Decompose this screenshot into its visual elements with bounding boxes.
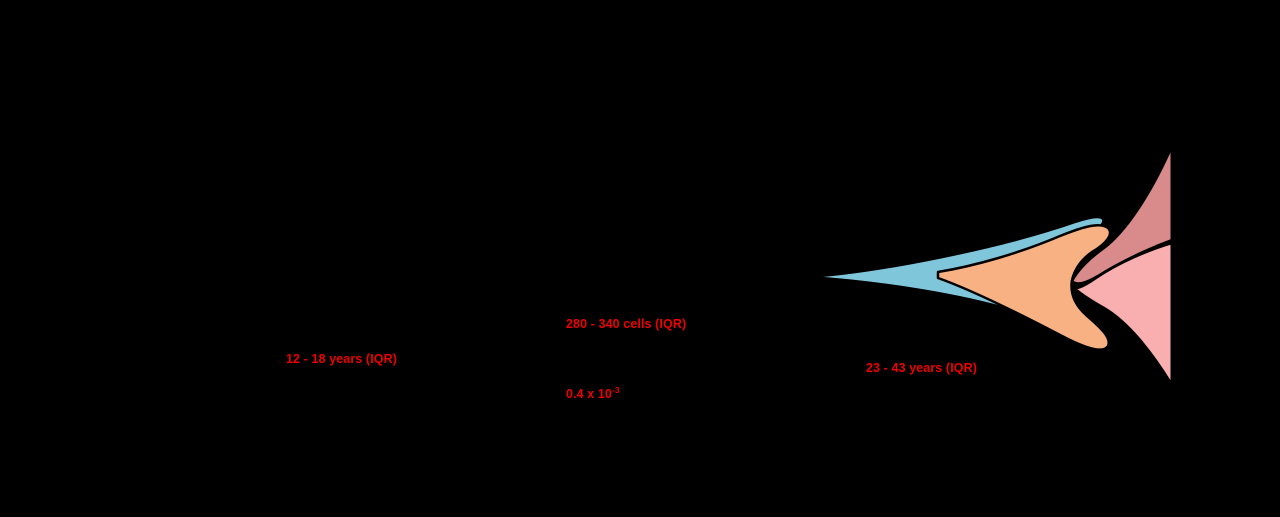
annotation-rate-mantissa: 0.4 x 10	[566, 387, 612, 401]
annotation-duration: 12 - 18 years (IQR)	[286, 352, 397, 366]
annotation-latency: 23 - 43 years (IQR)	[866, 361, 977, 375]
annotation-cells: 280 - 340 cells (IQR)	[566, 317, 687, 331]
annotation-rate: 0.4 x 10-3	[566, 384, 620, 401]
annotation-rate-exponent: -3	[611, 384, 620, 395]
